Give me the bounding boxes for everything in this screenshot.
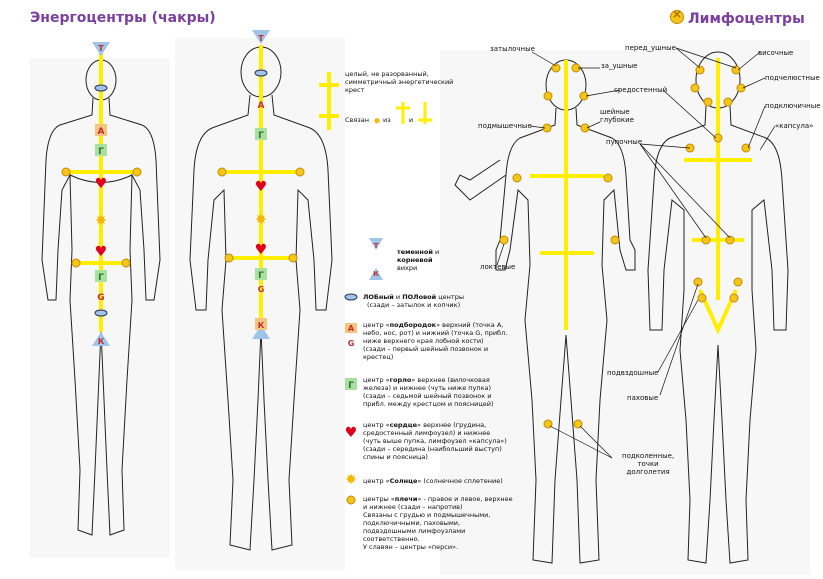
cross-legend-linked: Связан из и [345, 116, 414, 124]
legend-shoulders: центры «плечи» - правое и левое, верхнее… [363, 495, 513, 551]
title-lymph-text: Лимфоцентры [688, 11, 805, 27]
label-axillary: подмышечные [478, 122, 532, 130]
legend-letter-t: Т [374, 242, 379, 250]
cross-legend-line3: крест [345, 86, 365, 94]
front-point [61, 167, 71, 177]
back-letter-g-lower: Г [258, 271, 264, 281]
front-point [132, 167, 142, 177]
back-letter-g-upper: Г [258, 131, 264, 141]
title-lymph-centers: Лимфоцентры [670, 7, 805, 27]
label-inguinal: паховые [627, 394, 659, 402]
legend-heart: центр «сердце» верхнее (грудина, средост… [363, 421, 507, 461]
cross-legend-line2: симметричный энергетический [345, 78, 454, 86]
legend-letter-k: К [373, 270, 379, 278]
label-behind-ear: за_ушные [601, 62, 638, 70]
back-letter-t: Т [258, 34, 264, 43]
legend-letter-a: А [348, 324, 355, 333]
back-point [288, 253, 298, 263]
legend-crown-root: теменной и корневой вихри [397, 248, 440, 272]
legend-icons: Т К А G Г ♥ ✸ [344, 238, 383, 505]
title-energy-centers: Энергоцентры (чакры) [30, 10, 216, 26]
label-iliac: подвздошные [607, 369, 659, 377]
front-root-cone [92, 332, 110, 346]
front-letter-g-upper: Г [98, 147, 104, 157]
front-eye-icon [94, 84, 108, 92]
front-letter-a: А [98, 127, 105, 137]
label-mediastinal: средостенный [614, 86, 668, 94]
label-capsule: «капсула» [775, 122, 814, 130]
back-point [217, 167, 227, 177]
front-point [121, 258, 131, 268]
label-subclavian: подключичные [765, 102, 821, 110]
label-submandibular: подчелюстные [765, 74, 820, 82]
back-point [295, 167, 305, 177]
front-letter-t: Т [98, 44, 104, 53]
label-occipital: затылочные [490, 45, 535, 53]
legend-throat: центр «горло» верхнее (вилочковая железа… [363, 376, 494, 408]
label-navel: пупочные [606, 138, 643, 146]
svg-text:✸: ✸ [345, 472, 357, 488]
lymph-front-points [685, 65, 751, 303]
back-heart-upper: ♥ [255, 179, 268, 195]
front-eye-lower-icon [94, 309, 108, 317]
front-letter-k: К [98, 337, 105, 346]
svg-text:✸: ✸ [373, 117, 381, 127]
back-heart-lower: ♥ [255, 242, 268, 258]
cross-legend-icons: ✸ [319, 72, 432, 130]
label-temporal: височные [758, 49, 794, 57]
legend-sun: центр «Солнце» (солнечное сплетение) [363, 477, 503, 485]
back-letter-k: К [258, 321, 265, 330]
front-crown-cone [92, 42, 110, 56]
back-letter-g-latin: G [258, 285, 265, 294]
panel-lymph-front-bg [640, 40, 810, 575]
legend-letter-g: Г [348, 381, 354, 391]
front-letter-g-latin: G [97, 293, 104, 303]
back-eye-icon [254, 69, 268, 77]
label-front-ear: перед_ушные [625, 44, 676, 52]
front-letter-g-lower: Г [98, 273, 104, 283]
svg-text:♥: ♥ [345, 425, 358, 441]
label-elbow: локтевые [480, 263, 516, 271]
front-heart-lower: ♥ [95, 244, 108, 260]
back-point [224, 253, 234, 263]
front-letters: А Г Г G Т К [95, 44, 107, 346]
cross-legend-line1: целый, не разорванный, [345, 70, 429, 78]
cross-legend-text: целый, не разорванный, симметричный энер… [345, 70, 485, 94]
label-popliteal: подколенные, точки долголетия [622, 452, 675, 476]
back-crown-cone [252, 30, 270, 44]
legend-chin: центр «подбородок» верхний (точка А, неб… [363, 321, 508, 361]
lymph-point-icon [670, 7, 684, 24]
front-heart-upper: ♥ [95, 176, 108, 192]
front-sun-icon: ✸ [95, 213, 107, 229]
back-root-cone [252, 325, 270, 339]
back-sun-icon: ✸ [255, 212, 267, 228]
legend-eye: ЛОБный и ПОЛовой центры (сзади – затылок… [363, 293, 464, 309]
back-letter-a: А [258, 101, 265, 111]
legend-letter-g-latin: G [348, 339, 355, 348]
back-letters: А Г Г G К Т [255, 34, 267, 330]
lymph-front-groin-lines [698, 289, 738, 335]
front-point [71, 258, 81, 268]
leader-lines [496, 47, 776, 459]
